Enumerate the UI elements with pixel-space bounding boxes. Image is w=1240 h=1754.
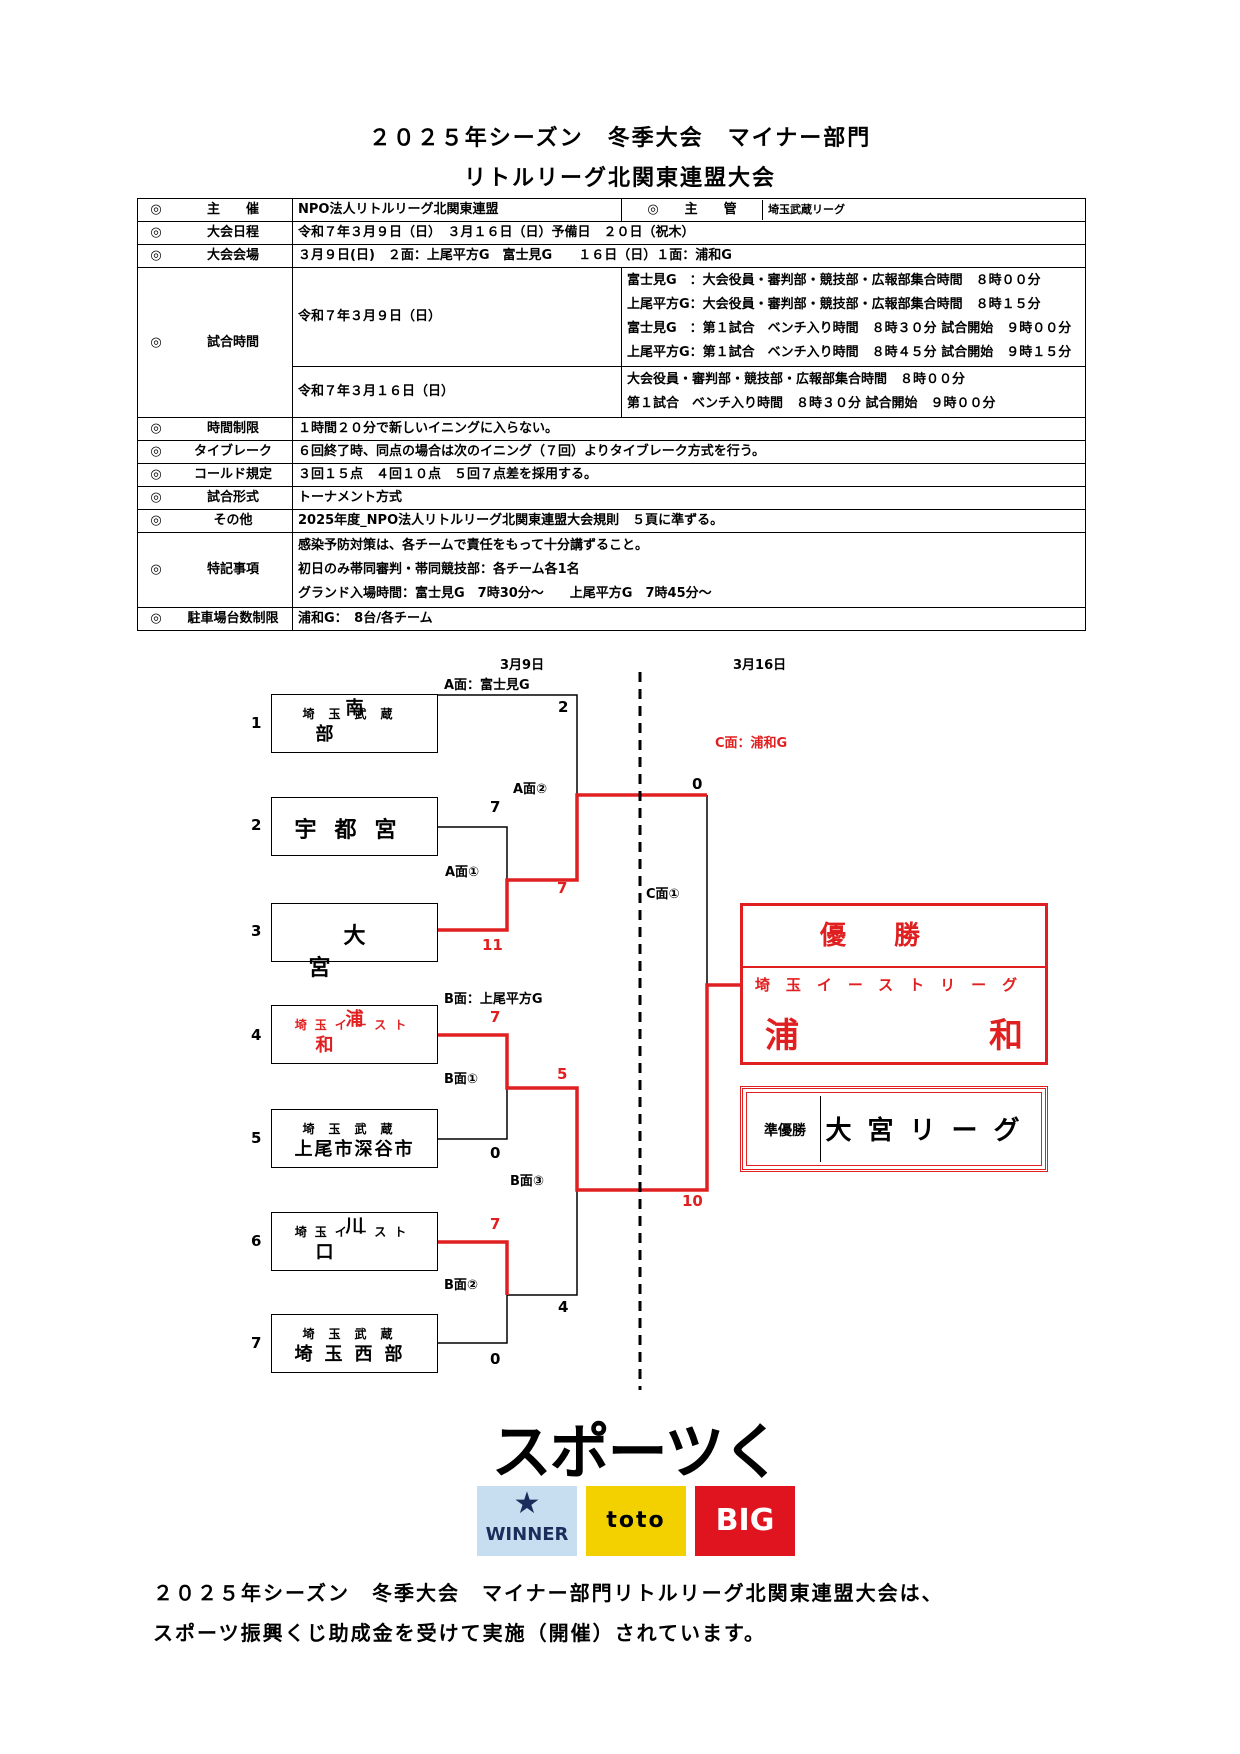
game-c1: C面① [646,887,680,902]
date-1: 3月9日 [500,658,545,673]
big-logo: BIG [695,1486,795,1556]
seed-1: 1 [251,714,262,732]
star-icon: ★ [513,1486,541,1521]
score-team1: 2 [558,698,569,716]
runner-up-box: 準優勝 大宮リーグ [740,1086,1048,1172]
bracket-win-line [438,1240,509,1295]
winner-logo: ★ WINNER [477,1486,577,1556]
field-c-label: C面：浦和G [715,736,788,751]
table-row: ◎ 大会会場 ３月９日(日) ２面：上尾平方G 富士見G １６日（日）１面：浦和… [137,244,1086,268]
team-saitama-seibu: 埼玉武蔵 埼玉西部 [271,1314,438,1373]
info-table: ◎ 主 催 NPO法人リトルリーグ北関東連盟 ◎ 主 管 埼玉武蔵リーグ ◎ 大… [137,198,1086,631]
seed-3: 3 [251,922,262,940]
table-row: 令和７年３月１６日（日） 大会役員・審判部・競技部・広報部集合時間 ８時００分 … [138,366,1086,418]
table-row: ◎ 駐車場台数制限 浦和G： 8台/各チーム [137,607,1086,631]
table-row: ◎ 試合時間 令和７年３月９日（日） 富士見G ：大会役員・審判部・競技部・広報… [137,267,1086,418]
score-team7: 0 [490,1350,501,1368]
table-row: ◎ 特記事項 感染予防対策は、各チームで責任をもって十分講ずること。 初日のみ帯… [137,532,1086,608]
bracket-line [507,1190,578,1296]
team-ageo-fukaya: 埼玉武蔵 上尾市深谷市 [271,1109,438,1168]
score-team2: 7 [490,798,501,816]
game-b3: B面③ [510,1174,544,1189]
score-b1: 5 [557,1065,568,1083]
field-a-label: A面：富士見G [444,678,530,693]
score-team3: 11 [482,936,503,954]
game-b2: B面② [444,1278,478,1293]
score-a2: 0 [692,775,703,793]
team-nanbu: 埼玉武蔵 南部 [271,694,438,753]
champion-box: 優勝 埼玉イーストリーグ 浦 和 [740,903,1048,1065]
score-team5: 0 [490,1144,501,1162]
table-row: ◎ その他 2025年度_NPO法人リトルリーグ北関東連盟大会規則 ５頁に準ずる… [137,509,1086,533]
seed-6: 6 [251,1232,262,1250]
score-b3: 10 [682,1192,703,1210]
host: 埼玉武蔵リーグ [768,203,845,216]
page-title: ２０２５年シーズン 冬季大会 マイナー部門 [368,126,872,151]
bracket-line [438,1088,508,1140]
team-kawaguchi: 埼玉イースト 川口 [271,1212,438,1271]
table-row: ◎ 試合形式 トーナメント方式 [137,486,1086,510]
seed-5: 5 [251,1129,262,1147]
bracket-line [438,1295,508,1344]
game-b1: B面① [444,1072,478,1087]
table-row: ◎ 大会日程 令和７年３月９日（日） ３月１６日（日）予備日 ２０日（祝木） [137,221,1086,245]
score-b2: 4 [558,1298,569,1316]
seed-7: 7 [251,1334,262,1352]
game-a2: A面② [513,782,548,797]
game-a1: A面① [445,865,480,880]
bracket-line [438,826,508,880]
field-b-label: B面：上尾平方G [444,992,543,1007]
seed-2: 2 [251,816,262,834]
table-row: ◎ 時間制限 １時間２０分で新しいイニングに入らない。 [137,417,1086,441]
date-2: 3月16日 [733,658,787,673]
team-urawa: 埼玉イースト 浦和 [271,1005,438,1064]
bracket-win-line [438,793,707,932]
score-team6: 7 [490,1215,501,1233]
sports-kuji-logo: スポーツくじ [491,1418,783,1558]
score-team4: 7 [490,1008,501,1026]
team-omiya: 大宮 [271,903,438,981]
team-utsunomiya: 宇都宮 [271,797,438,856]
bracket-win-line [438,983,740,1192]
seed-4: 4 [251,1026,262,1044]
score-a1: 7 [557,879,568,897]
organizer: NPO法人リトルリーグ北関東連盟 [292,198,622,222]
bracket-line [438,694,578,795]
table-row: ◎ コールド規定 ３回１５点 ４回１０点 ５回７点差を採用する。 [137,463,1086,487]
footer-line-1: ２０２５年シーズン 冬季大会 マイナー部門リトルリーグ北関東連盟大会は、 [153,1581,944,1605]
toto-logo: toto [586,1486,686,1556]
page-subtitle: リトルリーグ北関東連盟大会 [463,166,776,191]
footer-line-2: スポーツ振興くじ助成金を受けて実施（開催）されています。 [153,1621,766,1645]
